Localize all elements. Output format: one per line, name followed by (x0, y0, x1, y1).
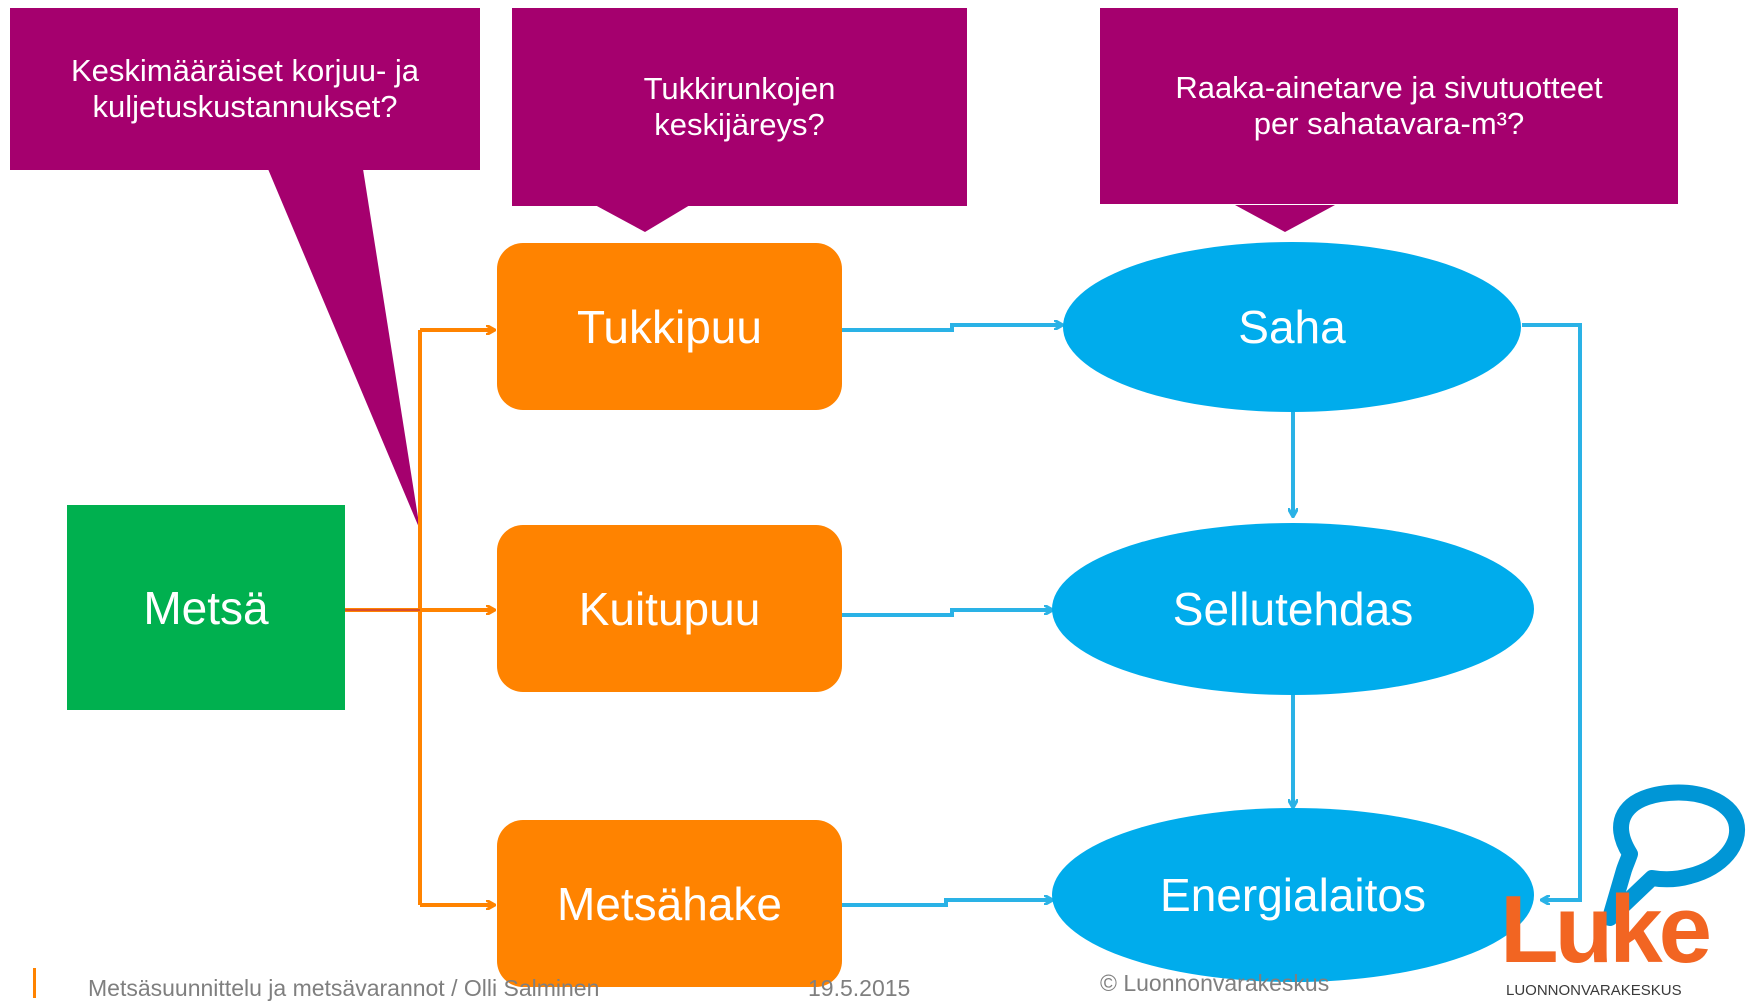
callout-log-diameter-text: Tukkirunkojen keskijäreys? (643, 71, 836, 142)
node-forest-label: Metsä (143, 581, 269, 634)
luke-logo: Luke LUONNONVARAKESKUS (1500, 782, 1748, 1002)
node-pulp-mill: Sellutehdas (1052, 523, 1534, 695)
logo-wordmark: Luke (1500, 876, 1712, 983)
node-forest: Metsä (67, 505, 345, 710)
callout-harvest-costs: Keskimääräiset korjuu- ja kuljetuskustan… (10, 8, 480, 170)
callout-raw-material-text: Raaka-ainetarve ja sivutuotteet per saha… (1175, 70, 1603, 141)
arrow-sawmill-to-plant (1522, 323, 1582, 900)
arrow-sawlog-to-sawmill (842, 325, 1062, 332)
arrow-chips-to-plant (842, 900, 1052, 907)
arrow-pulpwood-to-pulpmill (842, 610, 1052, 617)
node-power-plant-label: Energialaitos (1160, 869, 1426, 921)
footer-date: 19.5.2015 (808, 975, 911, 1001)
leaf-icon (1602, 784, 1746, 926)
node-sawmill: Saha (1063, 242, 1521, 412)
node-pulpwood: Kuitupuu (497, 525, 842, 692)
node-sawlog-label: Tukkipuu (577, 300, 762, 353)
node-pulpwood-label: Kuitupuu (578, 582, 761, 635)
callout-pointer-costs (260, 150, 420, 530)
footer-presentation: Metsäsuunnittelu ja metsävarannot / Olli… (88, 975, 600, 1001)
callout-harvest-costs-text: Keskimääräiset korjuu- ja kuljetuskustan… (70, 53, 420, 124)
logo-subtitle: LUONNONVARAKESKUS (1506, 982, 1682, 999)
node-forest-chips: Metsähake (497, 820, 842, 987)
node-power-plant: Energialaitos (1052, 808, 1534, 982)
callout-pointer-diameter (595, 205, 690, 232)
callout-log-diameter: Tukkirunkojen keskijäreys? (512, 8, 967, 206)
callout-raw-material: Raaka-ainetarve ja sivutuotteet per saha… (1100, 8, 1678, 204)
callout-pointer-raw (1235, 205, 1335, 232)
footer-copyright: © Luonnonvarakeskus (1100, 970, 1330, 996)
node-sawmill-label: Saha (1238, 301, 1346, 353)
footer-accent-bar (33, 968, 36, 998)
node-pulp-mill-label: Sellutehdas (1172, 583, 1414, 635)
node-sawlog: Tukkipuu (497, 243, 842, 410)
node-forest-chips-label: Metsähake (556, 877, 782, 930)
